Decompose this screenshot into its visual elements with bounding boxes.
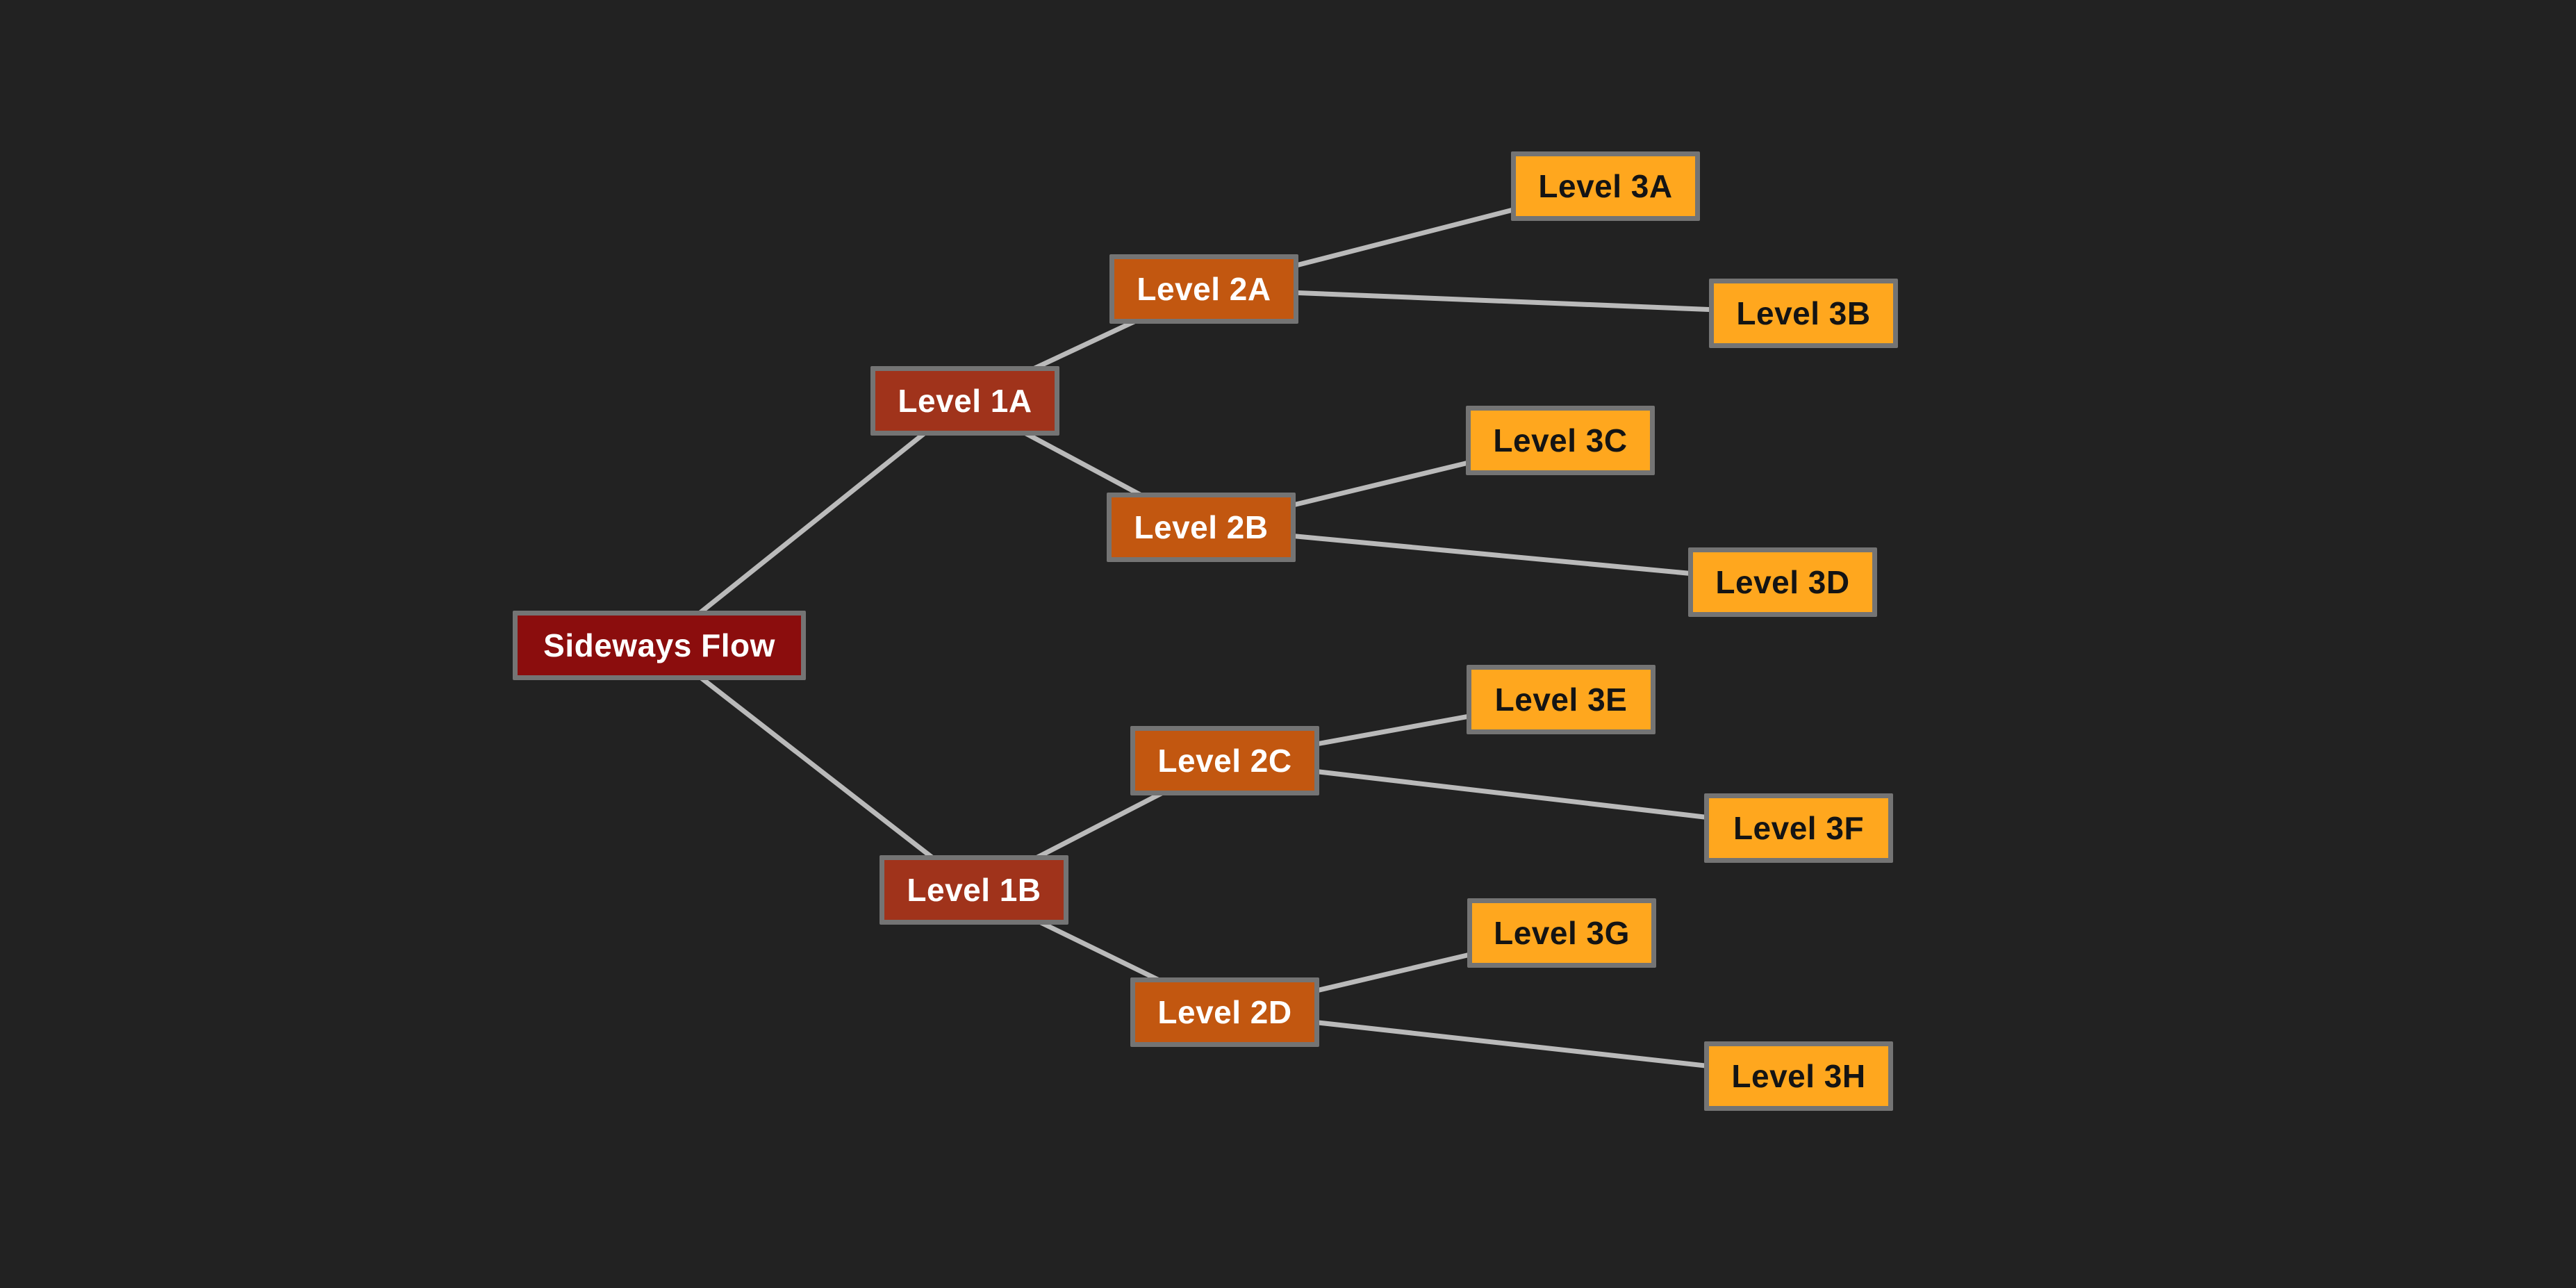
node-label: Level 3G	[1494, 915, 1630, 951]
edge-l2d-to-l3h	[1222, 1009, 1801, 1079]
node-label: Level 3B	[1736, 295, 1871, 331]
node-label: Level 1B	[907, 872, 1041, 908]
edge-root-to-l1b	[657, 643, 977, 893]
node-label: Level 3C	[1493, 422, 1628, 459]
node-level-3c: Level 3C	[1466, 406, 1655, 475]
node-level-2d: Level 2D	[1130, 977, 1319, 1047]
node-level-3h: Level 3H	[1704, 1041, 1893, 1111]
node-label: Level 2B	[1134, 509, 1269, 545]
node-level-3d: Level 3D	[1688, 547, 1877, 617]
node-label: Level 2A	[1137, 271, 1271, 307]
node-sideways-flow: Sideways Flow	[513, 611, 806, 680]
node-label: Level 3F	[1733, 810, 1865, 846]
node-label: Level 1A	[898, 383, 1032, 419]
node-level-2a: Level 2A	[1109, 254, 1298, 324]
edge-l2b-to-l3d	[1198, 525, 1785, 585]
node-level-1b: Level 1B	[880, 855, 1068, 925]
node-level-2b: Level 2B	[1107, 493, 1296, 562]
node-label: Level 3H	[1731, 1058, 1866, 1094]
node-level-3f: Level 3F	[1704, 793, 1893, 863]
node-label: Level 3E	[1494, 682, 1628, 718]
node-level-3g: Level 3G	[1467, 898, 1656, 968]
node-level-3a: Level 3A	[1511, 151, 1700, 221]
node-label: Level 3A	[1538, 168, 1673, 204]
edge-l2a-to-l3b	[1201, 286, 1806, 316]
node-level-3b: Level 3B	[1709, 279, 1898, 348]
node-level-3e: Level 3E	[1467, 665, 1656, 734]
node-level-2c: Level 2C	[1130, 726, 1319, 795]
node-label: Sideways Flow	[543, 627, 775, 663]
node-label: Level 2D	[1157, 994, 1292, 1030]
node-label: Level 3D	[1715, 564, 1850, 600]
edge-l2c-to-l3f	[1222, 758, 1801, 831]
edge-root-to-l1a	[657, 398, 968, 648]
node-label: Level 2C	[1157, 743, 1292, 779]
node-level-1a: Level 1A	[870, 366, 1059, 436]
